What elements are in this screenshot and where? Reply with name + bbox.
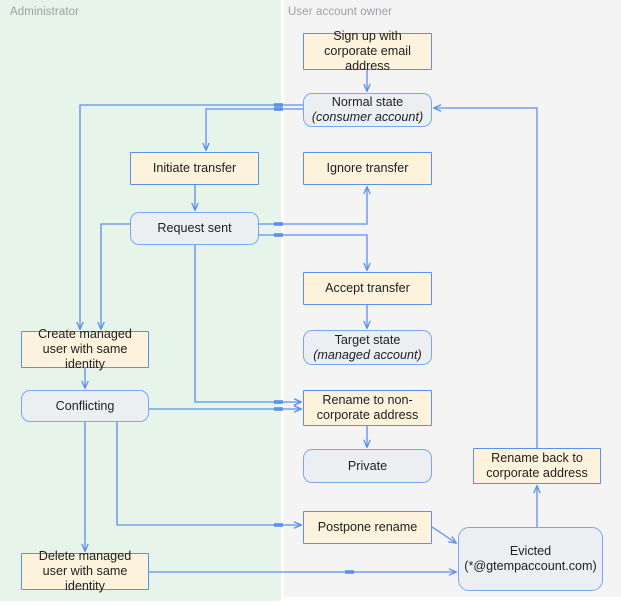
node-label: Private — [347, 458, 388, 473]
node-target-state[interactable]: Target state (managed account) — [303, 330, 432, 365]
node-create-managed-user-with-same-identity[interactable]: Create managed user with same identity — [21, 327, 149, 371]
node-label: Request sent — [157, 221, 232, 235]
node-delete-managed-user-with-same-identity[interactable]: Delete managed user with same identity — [21, 549, 149, 593]
edge-junction-renamenon-b — [274, 407, 283, 411]
node-label: Accept transfer — [325, 281, 410, 295]
node-accept-transfer[interactable]: Accept transfer — [303, 272, 432, 305]
edge-junction-request-right-a — [274, 222, 283, 226]
edge-request-to-createuser — [97, 223, 130, 331]
edge-normal-to-initiate — [202, 108, 303, 152]
edge-request-to-accept — [259, 234, 371, 272]
node-rename-to-non-corporate-address[interactable]: Rename to non-corporate address — [303, 390, 432, 426]
edge-normal-to-createuser — [76, 104, 303, 331]
edge-junction-renamenon-a — [274, 400, 283, 404]
node-label: Sign up with corporate email address — [324, 29, 411, 73]
edge-junction-evicted — [345, 570, 354, 574]
swimlane-label-administrator: Administrator — [10, 6, 80, 18]
node-label: Initiate transfer — [152, 161, 237, 175]
node-request-sent[interactable]: Request sent — [130, 212, 259, 245]
node-private[interactable]: Private — [303, 449, 432, 483]
node-conflicting[interactable]: Conflicting — [21, 390, 149, 422]
node-label: Normal state — [331, 95, 404, 109]
edge-postpone-to-evicted — [431, 526, 457, 544]
node-evicted[interactable]: Evicted (*@gtempaccount.com) — [458, 527, 603, 591]
edge-renameback-to-normal — [432, 104, 538, 448]
node-sign-up-with-corporate-email-address[interactable]: Sign up with corporate email address — [303, 29, 432, 73]
node-ignore-transfer[interactable]: Ignore transfer — [303, 152, 432, 185]
node-label: Postpone rename — [317, 520, 418, 534]
node-label: Delete managed user with same identity — [38, 549, 132, 593]
edge-junction-normal-left-a — [274, 103, 283, 107]
node-label: Evicted — [509, 544, 552, 558]
node-sublabel: (*@gtempaccount.com) — [464, 559, 597, 573]
node-normal-state[interactable]: Normal state (consumer account) — [303, 93, 432, 127]
edge-junction-postpone — [274, 523, 283, 527]
node-rename-back-to-corporate-address[interactable]: Rename back to corporate address — [473, 448, 601, 484]
node-label: Rename back to corporate address — [486, 451, 588, 480]
node-label: Ignore transfer — [326, 161, 409, 175]
node-postpone-rename[interactable]: Postpone rename — [303, 511, 432, 544]
node-label: Target state — [334, 332, 401, 347]
edge-request-to-renamenon — [194, 245, 303, 406]
edge-request-to-ignore — [259, 185, 371, 225]
edge-conflicting-to-postpone — [116, 422, 303, 529]
swimlane-administrator — [0, 0, 281, 601]
node-label: Rename to non-corporate address — [316, 393, 419, 422]
edge-junction-normal-left-b — [274, 107, 283, 111]
node-label: Conflicting — [55, 398, 115, 413]
node-label: Create managed user with same identity — [38, 327, 132, 371]
node-sublabel: (managed account) — [313, 347, 422, 362]
node-sublabel: (consumer account) — [311, 110, 424, 124]
swimlane-label-user-account-owner: User account owner — [288, 6, 393, 18]
edge-junction-request-right-b — [274, 233, 283, 237]
node-initiate-transfer[interactable]: Initiate transfer — [130, 152, 259, 185]
